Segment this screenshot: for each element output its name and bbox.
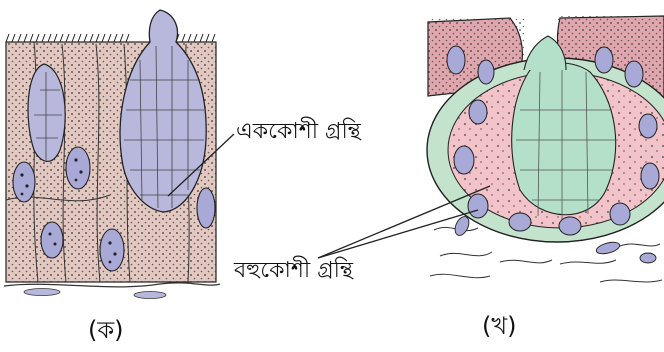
multicellular-gland-panel xyxy=(427,16,664,282)
multicellular-gland-label: বহুকোশী গ্রন্থি xyxy=(234,253,353,290)
simple-epithelium-panel xyxy=(4,10,220,299)
gland-lumen xyxy=(512,63,616,215)
caption-right: (খ) xyxy=(482,308,517,348)
basement-membrane xyxy=(4,283,220,287)
large-goblet-cell xyxy=(120,10,206,212)
caption-left: (ক) xyxy=(88,312,124,352)
unicellular-gland-label: এককোশী গ্রন্থি xyxy=(236,114,361,151)
cilia-border xyxy=(6,34,215,42)
